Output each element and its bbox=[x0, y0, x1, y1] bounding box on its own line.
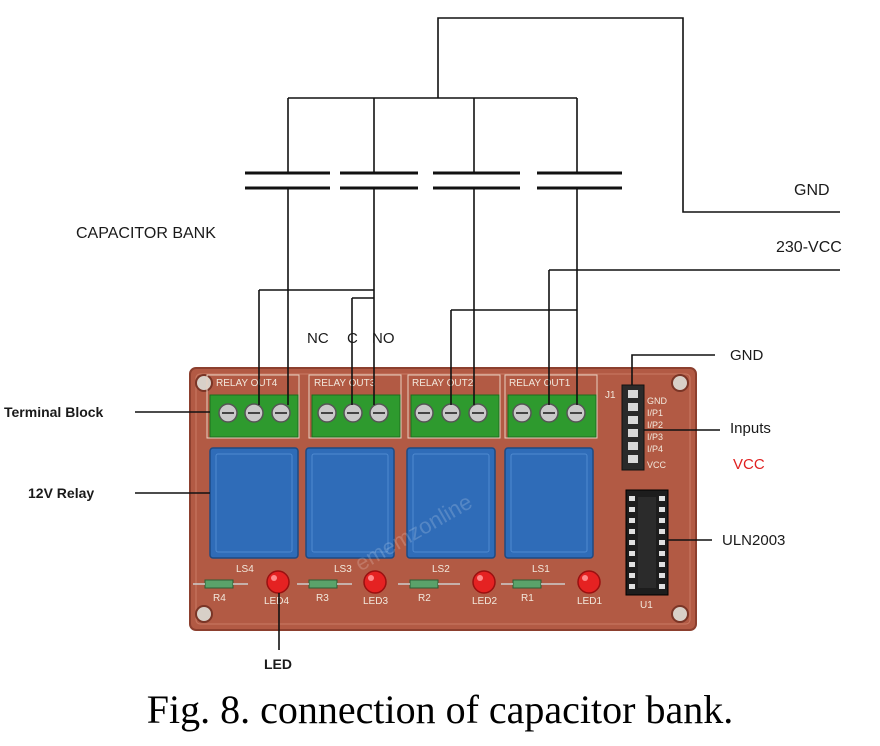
led-id-4: LED4 bbox=[264, 596, 289, 607]
uln2003-chip bbox=[625, 489, 669, 596]
no-label: NO bbox=[372, 330, 395, 347]
gnd-label: GND bbox=[794, 182, 830, 199]
relay-board: RELAY OUT4 RELAY OUT3 RELAY OUT2 RELAY O… bbox=[189, 367, 697, 631]
led-label: LED bbox=[264, 656, 292, 672]
c-label: C bbox=[347, 330, 358, 347]
relay-header-3: RELAY OUT3 bbox=[314, 378, 376, 389]
relay-id-1: LS1 bbox=[532, 564, 550, 575]
pin-label-gnd: GND bbox=[647, 396, 668, 406]
vcc-label: VCC bbox=[733, 456, 765, 473]
relay-header-2: RELAY OUT2 bbox=[412, 378, 474, 389]
relay-id-4: LS4 bbox=[236, 564, 254, 575]
relay-id-3: LS3 bbox=[334, 564, 352, 575]
j1-label: J1 bbox=[605, 390, 616, 401]
wires bbox=[135, 17, 840, 650]
nc-label: NC bbox=[307, 330, 329, 347]
u1-label: U1 bbox=[640, 600, 653, 611]
inputs-label: Inputs bbox=[730, 420, 771, 437]
pin-label-ip2: I/P2 bbox=[647, 420, 663, 430]
leader-gnd bbox=[631, 354, 715, 385]
relay-channel-4 bbox=[193, 374, 300, 594]
figure-caption: Fig. 8. connection of capacitor bank. bbox=[146, 687, 734, 732]
led bbox=[472, 570, 496, 594]
relay-channel-2 bbox=[398, 374, 501, 594]
resistor-id-1: R1 bbox=[521, 593, 534, 604]
pin-label-ip3: I/P3 bbox=[647, 432, 663, 442]
terminal-block-label: Terminal Block bbox=[4, 404, 104, 420]
relay-body bbox=[305, 447, 395, 559]
relay-channel-3 bbox=[297, 374, 402, 594]
led bbox=[363, 570, 387, 594]
resistor bbox=[512, 579, 542, 589]
resistor-id-3: R3 bbox=[316, 593, 329, 604]
resistor bbox=[409, 579, 439, 589]
gnd-wire bbox=[437, 17, 840, 213]
relay-header-1: RELAY OUT1 bbox=[509, 378, 571, 389]
led bbox=[577, 570, 601, 594]
capacitor-bank-label: CAPACITOR BANK bbox=[76, 225, 216, 242]
led bbox=[266, 570, 290, 594]
relay-body bbox=[406, 447, 496, 559]
relay-body bbox=[209, 447, 299, 559]
relay-header-4: RELAY OUT4 bbox=[216, 378, 278, 389]
uln2003-label: ULN2003 bbox=[722, 532, 786, 549]
mounting-holes bbox=[195, 374, 689, 623]
pin-label-vcc: VCC bbox=[647, 460, 667, 470]
led-id-2: LED2 bbox=[472, 596, 497, 607]
led-id-1: LED1 bbox=[577, 596, 602, 607]
resistor-id-2: R2 bbox=[418, 593, 431, 604]
gnd-connector-label: GND bbox=[730, 347, 764, 364]
resistor-id-4: R4 bbox=[213, 593, 226, 604]
vcc-230-label: 230-VCC bbox=[776, 239, 842, 256]
resistor bbox=[308, 579, 338, 589]
pin-label-ip4: I/P4 bbox=[647, 444, 663, 454]
j1-connector bbox=[621, 384, 645, 471]
resistor bbox=[204, 579, 234, 589]
relay-id-2: LS2 bbox=[432, 564, 450, 575]
relay-label: 12V Relay bbox=[28, 485, 95, 501]
pin-label-ip1: I/P1 bbox=[647, 408, 663, 418]
relay-body bbox=[504, 447, 594, 559]
led-id-3: LED3 bbox=[363, 596, 388, 607]
